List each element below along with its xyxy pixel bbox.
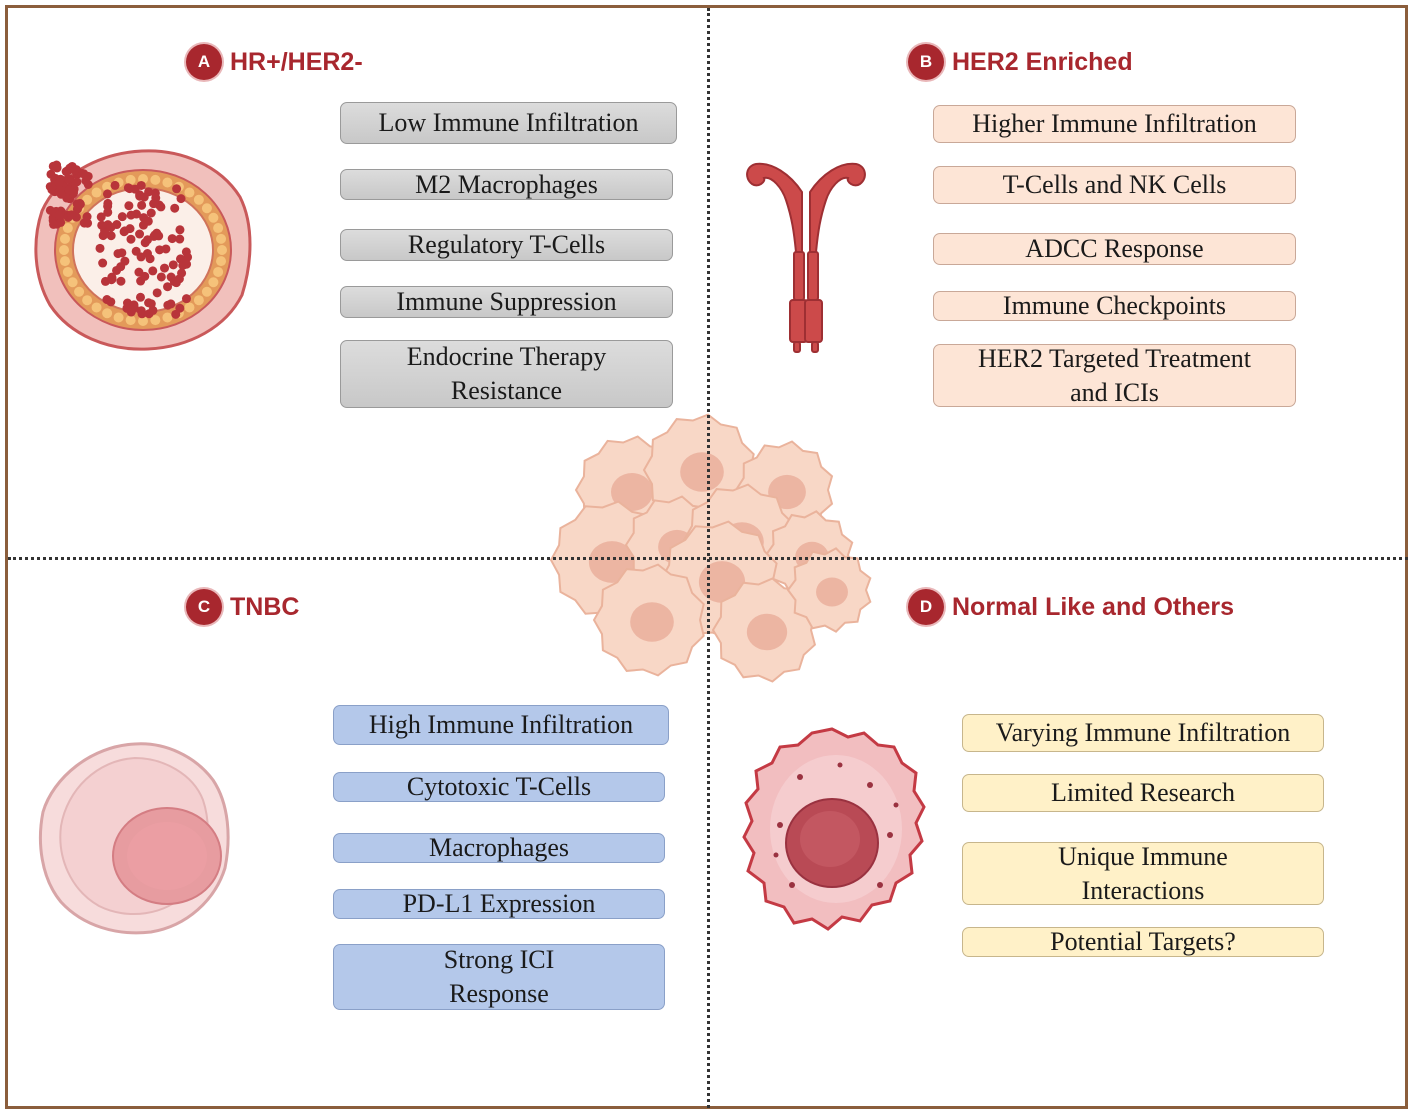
quadrant-c-item-4: PD-L1 Expression: [333, 889, 665, 919]
quadrant-c-item-1: High Immune Infiltration: [333, 705, 669, 745]
quadrant-b-header: B HER2 Enriched: [908, 44, 1133, 80]
tumor-cell-cluster-icon: [549, 413, 872, 683]
quadrant-a-item-5: Endocrine Therapy Resistance: [340, 340, 673, 408]
quadrant-b-badge: B: [908, 44, 944, 80]
quadrant-d-title: Normal Like and Others: [952, 592, 1235, 621]
quadrant-a-item-4: Immune Suppression: [340, 286, 673, 318]
quadrant-d-item-1: Varying Immune Infiltration: [962, 714, 1324, 752]
quadrant-a-badge: A: [186, 44, 222, 80]
quadrant-b-item-3: ADCC Response: [933, 233, 1296, 265]
quadrant-c-header: C TNBC: [186, 589, 299, 625]
quadrant-d-header: D Normal Like and Others: [908, 589, 1234, 625]
her2-receptor-icon: [746, 162, 866, 353]
duct-tissue-icon: [34, 149, 252, 351]
tumor-cell-icon: [742, 727, 926, 931]
quadrant-a-header: A HR+/HER2-: [186, 44, 363, 80]
horizontal-divider: [8, 557, 1408, 560]
quadrant-a-item-1: Low Immune Infiltration: [340, 102, 677, 144]
quadrant-b-item-5: HER2 Targeted Treatment and ICIs: [933, 344, 1296, 407]
quadrant-c-item-3: Macrophages: [333, 833, 665, 863]
cancer-cell-icon: [38, 742, 230, 935]
quadrant-a-item-3: Regulatory T-Cells: [340, 229, 673, 261]
quadrant-d-item-3: Unique Immune Interactions: [962, 842, 1324, 905]
quadrant-a-title: HR+/HER2-: [230, 47, 363, 76]
quadrant-b-item-4: Immune Checkpoints: [933, 291, 1296, 321]
quadrant-b-item-1: Higher Immune Infiltration: [933, 105, 1296, 143]
quadrant-d-item-4: Potential Targets?: [962, 927, 1324, 957]
quadrant-b-title: HER2 Enriched: [952, 47, 1133, 76]
quadrant-b-item-2: T-Cells and NK Cells: [933, 166, 1296, 204]
quadrant-c-badge: C: [186, 589, 222, 625]
quadrant-c-title: TNBC: [230, 592, 300, 621]
quadrant-a-item-2: M2 Macrophages: [340, 169, 673, 200]
quadrant-c-item-2: Cytotoxic T-Cells: [333, 772, 665, 802]
quadrant-d-badge: D: [908, 589, 944, 625]
quadrant-c-item-5: Strong ICI Response: [333, 944, 665, 1010]
quadrant-d-item-2: Limited Research: [962, 774, 1324, 812]
